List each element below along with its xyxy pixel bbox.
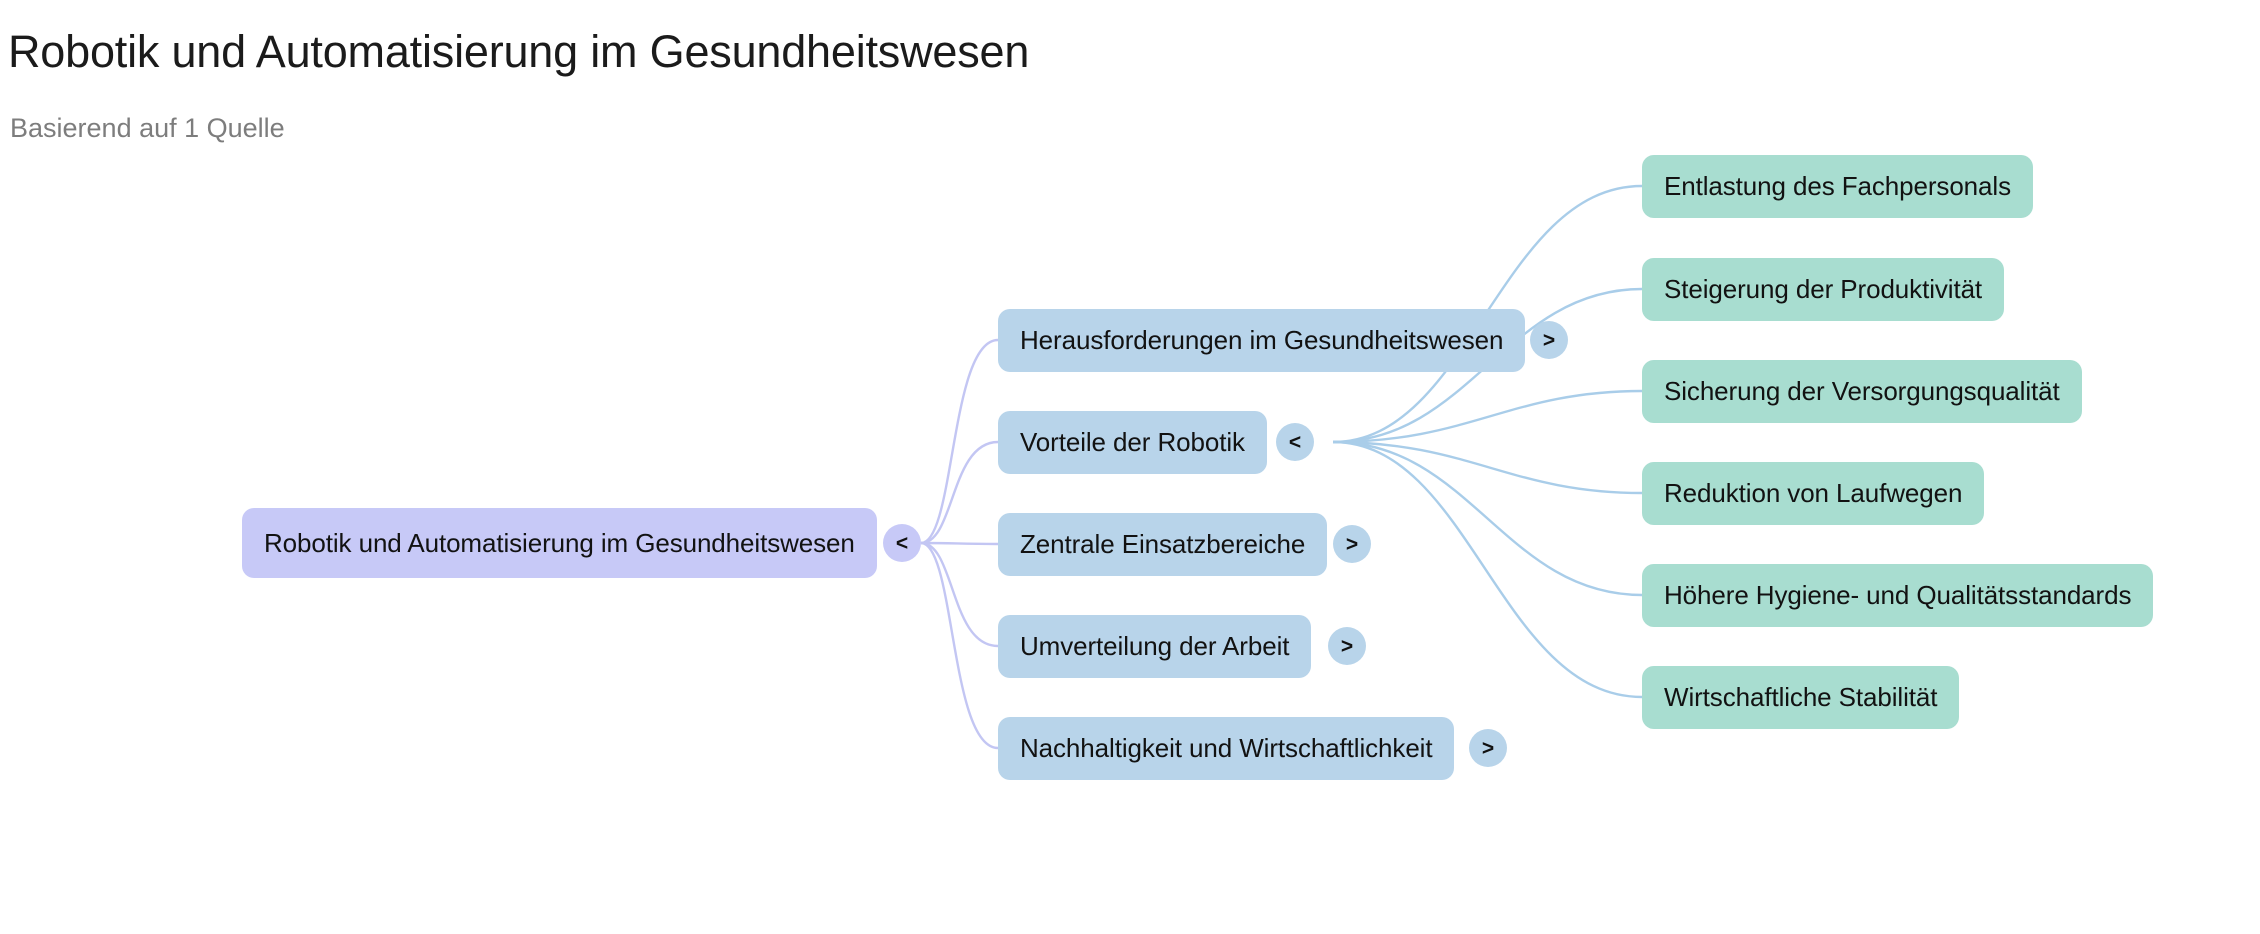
node-label: Umverteilung der Arbeit xyxy=(1020,631,1290,661)
toggle-glyph: > xyxy=(1340,634,1354,658)
node-wirtschaftliche-stabilitaet[interactable]: Wirtschaftliche Stabilität xyxy=(1642,666,1960,729)
node-reduktion-von-laufwegen[interactable]: Reduktion von Laufwegen xyxy=(1642,462,1985,525)
node-entlastung-des-fachpersonals[interactable]: Entlastung des Fachpersonals xyxy=(1642,155,2033,218)
root-toggle-glyph: < xyxy=(895,531,909,555)
toggle-glyph: > xyxy=(1542,328,1556,352)
node-umverteilung-der-arbeit[interactable]: Umverteilung der Arbeit xyxy=(998,615,1312,678)
node-root-label: Robotik und Automatisierung im Gesundhei… xyxy=(264,527,855,558)
branch-edges xyxy=(1332,184,1643,699)
node-label: Reduktion von Laufwegen xyxy=(1664,478,1963,508)
node-label: Wirtschaftliche Stabilität xyxy=(1664,682,1938,712)
node-label: Zentrale Einsatzbereiche xyxy=(1020,529,1306,559)
toggle-glyph: > xyxy=(1481,736,1495,760)
edge-root-to-umverteilung xyxy=(920,541,999,648)
page-title: Robotik und Automatisierung im Gesundhei… xyxy=(8,26,1030,77)
node-label: Vorteile der Robotik xyxy=(1020,427,1245,457)
edge-root-to-vorteile xyxy=(920,440,999,545)
node-label: Herausforderungen im Gesundheitswesen xyxy=(1020,325,1504,355)
chevron-right-icon-umverteilung-toggle[interactable]: > xyxy=(1328,627,1366,665)
edge-vorteile-to-hygiene xyxy=(1332,440,1643,597)
node-herausforderungen-im-gesundheitswesen[interactable]: Herausforderungen im Gesundheitswesen xyxy=(998,309,1526,372)
toggle-glyph: > xyxy=(1345,532,1359,556)
node-vorteile-der-robotik[interactable]: Vorteile der Robotik xyxy=(998,411,1267,474)
edge-root-to-nachhaltigkeit xyxy=(920,541,999,750)
chevron-left-icon-root-toggle[interactable]: < xyxy=(883,524,921,562)
node-label: Entlastung des Fachpersonals xyxy=(1664,171,2011,201)
node-nachhaltigkeit-und-wirtschaftlichkeit[interactable]: Nachhaltigkeit und Wirtschaftlichkeit xyxy=(998,717,1455,780)
node-root[interactable]: Robotik und Automatisierung im Gesundhei… xyxy=(242,508,877,578)
edge-root-to-herausforderungen xyxy=(920,338,999,545)
node-sicherung-der-versorgungsqualitaet[interactable]: Sicherung der Versorgungsqualität xyxy=(1642,360,2082,423)
node-hoehere-hygiene-und-qualitaetsstandards[interactable]: Höhere Hygiene- und Qualitätsstandards xyxy=(1642,564,2154,627)
node-steigerung-der-produktivitaet[interactable]: Steigerung der Produktivität xyxy=(1642,258,2005,321)
chevron-right-icon-herausforderungen-toggle[interactable]: > xyxy=(1530,321,1568,359)
node-label: Höhere Hygiene- und Qualitätsstandards xyxy=(1664,580,2132,610)
chevron-right-icon-einsatzbereiche-toggle[interactable]: > xyxy=(1333,525,1371,563)
toggle-glyph: < xyxy=(1288,430,1302,454)
chevron-left-icon-vorteile-toggle[interactable]: < xyxy=(1276,423,1314,461)
page-subtitle: Basierend auf 1 Quelle xyxy=(10,113,285,143)
edge-root-to-einsatzbereiche xyxy=(920,541,999,546)
node-zentrale-einsatzbereiche[interactable]: Zentrale Einsatzbereiche xyxy=(998,513,1328,576)
edge-vorteile-to-reduktion xyxy=(1332,440,1643,495)
edge-vorteile-to-wirtschaftlich xyxy=(1332,440,1643,699)
root-edges xyxy=(920,338,999,750)
node-label: Nachhaltigkeit und Wirtschaftlichkeit xyxy=(1020,733,1433,763)
chevron-right-icon-nachhaltigkeit-toggle[interactable]: > xyxy=(1469,729,1507,767)
node-label: Steigerung der Produktivität xyxy=(1664,274,1983,304)
edge-vorteile-to-sicherung xyxy=(1332,389,1643,444)
node-label: Sicherung der Versorgungsqualität xyxy=(1664,376,2060,406)
